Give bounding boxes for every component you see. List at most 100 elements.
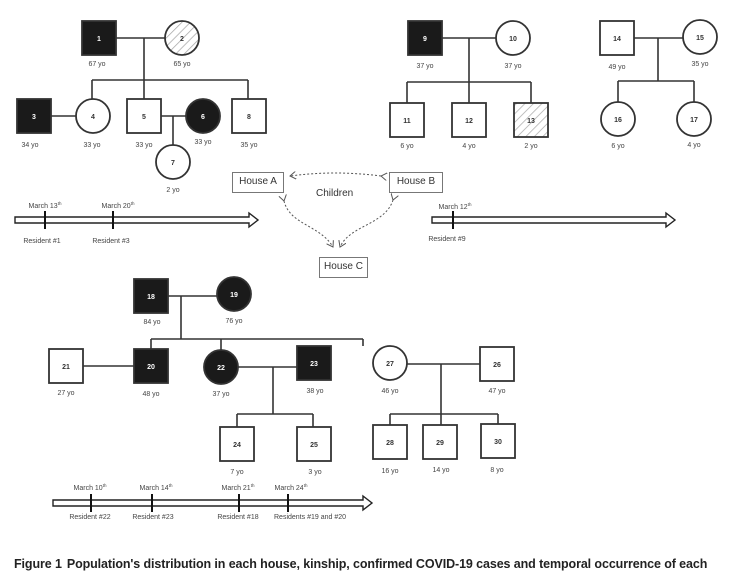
person-id: 14	[613, 36, 621, 43]
timelines: March 13thResident #1 March 20thResident …	[15, 201, 675, 521]
person-age: 49 yo	[608, 64, 625, 71]
arrow-house-a-c	[284, 201, 333, 247]
event-date: March 24th	[275, 483, 308, 492]
person-12: 12 4 yo	[452, 103, 486, 150]
timeline-arrow	[15, 213, 258, 227]
arrow-house-b-c	[340, 200, 393, 247]
event-resident: Resident #18	[217, 514, 258, 521]
person-11: 11 6 yo	[390, 103, 424, 150]
event-date: March 21th	[222, 483, 255, 492]
person-17: 17 4 yo	[677, 102, 711, 149]
person-14: 14 49 yo	[600, 21, 634, 71]
person-28: 28 16 yo	[373, 425, 407, 475]
person-7: 7 2 yo	[156, 145, 190, 194]
event-date: March 13th	[29, 201, 62, 210]
children-movement-arrows	[284, 173, 393, 247]
person-age: 37 yo	[416, 63, 433, 70]
person-id: 20	[147, 364, 155, 371]
person-age: 16 yo	[381, 468, 398, 475]
timeline-house-b: March 12thResident #9	[428, 202, 675, 243]
person-age: 2 yo	[166, 187, 179, 194]
person-19: 1976 yo	[217, 277, 251, 325]
person-age: 48 yo	[142, 391, 159, 398]
person-id: 26	[493, 362, 501, 369]
person-id: 28	[386, 440, 394, 447]
person-age: 34 yo	[21, 142, 38, 149]
person-id: 6	[201, 114, 205, 121]
person-22: 2237 yo	[204, 350, 238, 398]
house-b-box: House B	[389, 172, 443, 193]
person-27: 2746 yo	[373, 346, 407, 395]
person-23: 2338 yo	[297, 346, 331, 395]
event-resident: Resident #1	[23, 238, 60, 245]
person-age: 33 yo	[194, 139, 211, 146]
person-age: 46 yo	[381, 388, 398, 395]
person-9: 9 37 yo	[408, 21, 442, 70]
person-24: 24 7 yo	[220, 427, 254, 476]
person-id: 30	[494, 439, 502, 446]
person-10: 1037 yo	[496, 21, 530, 70]
person-age: 33 yo	[135, 142, 152, 149]
timeline-arrow	[53, 496, 372, 510]
person-id: 18	[147, 294, 155, 301]
person-id: 9	[423, 36, 427, 43]
event-resident: Resident #22	[69, 514, 110, 521]
person-age: 27 yo	[57, 390, 74, 397]
person-id: 4	[91, 114, 95, 121]
event-resident: Resident #23	[132, 514, 173, 521]
pedigree-nodes: 167 yo265 yo334 yo433 yo533 yo633 yo72 y…	[17, 20, 717, 476]
person-id: 1	[97, 36, 101, 43]
figure-caption: Figure 1Population's distribution in eac…	[14, 557, 707, 571]
person-age: 76 yo	[225, 318, 242, 325]
event-date: March 20th	[102, 201, 135, 210]
event-resident: Residents #19 and #20	[274, 514, 346, 521]
person-age: 6 yo	[400, 143, 413, 150]
event-resident: Resident #3	[92, 238, 129, 245]
arrow-house-a-b	[290, 173, 381, 176]
person-age: 38 yo	[306, 388, 323, 395]
children-label: Children	[316, 188, 353, 199]
person-4: 4 33 yo	[76, 99, 110, 149]
person-age: 67 yo	[88, 61, 105, 68]
person-id: 16	[614, 117, 622, 124]
person-id: 5	[142, 114, 146, 121]
person-21: 21 27 yo	[49, 349, 83, 397]
person-id: 15	[696, 35, 704, 42]
person-age: 84 yo	[143, 319, 160, 326]
house-c-box: House C	[319, 257, 368, 278]
person-18: 18 84 yo	[134, 279, 168, 326]
person-8: 835 yo	[232, 99, 266, 149]
person-id: 24	[233, 442, 241, 449]
person-id: 7	[171, 160, 175, 167]
person-id: 11	[403, 118, 411, 125]
person-age: 4 yo	[462, 143, 475, 150]
event-date: March 12th	[439, 202, 472, 211]
person-age: 6 yo	[611, 143, 624, 150]
person-age: 33 yo	[83, 142, 100, 149]
person-id: 21	[62, 364, 70, 371]
person-id: 8	[247, 114, 251, 121]
person-id: 25	[310, 442, 318, 449]
person-age: 14 yo	[432, 467, 449, 474]
person-age: 4 yo	[687, 142, 700, 149]
event-date: March 10th	[74, 483, 107, 492]
person-25: 25 3 yo	[297, 427, 331, 476]
person-age: 7 yo	[230, 469, 243, 476]
person-id: 3	[32, 114, 36, 121]
person-30: 30 8 yo	[481, 424, 515, 474]
person-id: 10	[509, 36, 517, 43]
person-age: 47 yo	[488, 388, 505, 395]
person-2: 265 yo	[165, 21, 199, 68]
person-26: 26 47 yo	[480, 347, 514, 395]
person-age: 35 yo	[691, 61, 708, 68]
person-age: 3 yo	[308, 469, 321, 476]
person-20: 20 48 yo	[134, 349, 168, 398]
person-6: 6 33 yo	[186, 99, 220, 146]
person-age: 8 yo	[490, 467, 503, 474]
person-16: 16 6 yo	[601, 102, 635, 150]
person-age: 37 yo	[212, 391, 229, 398]
person-id: 17	[690, 117, 698, 124]
person-id: 2	[180, 36, 184, 43]
person-id: 12	[465, 118, 473, 125]
